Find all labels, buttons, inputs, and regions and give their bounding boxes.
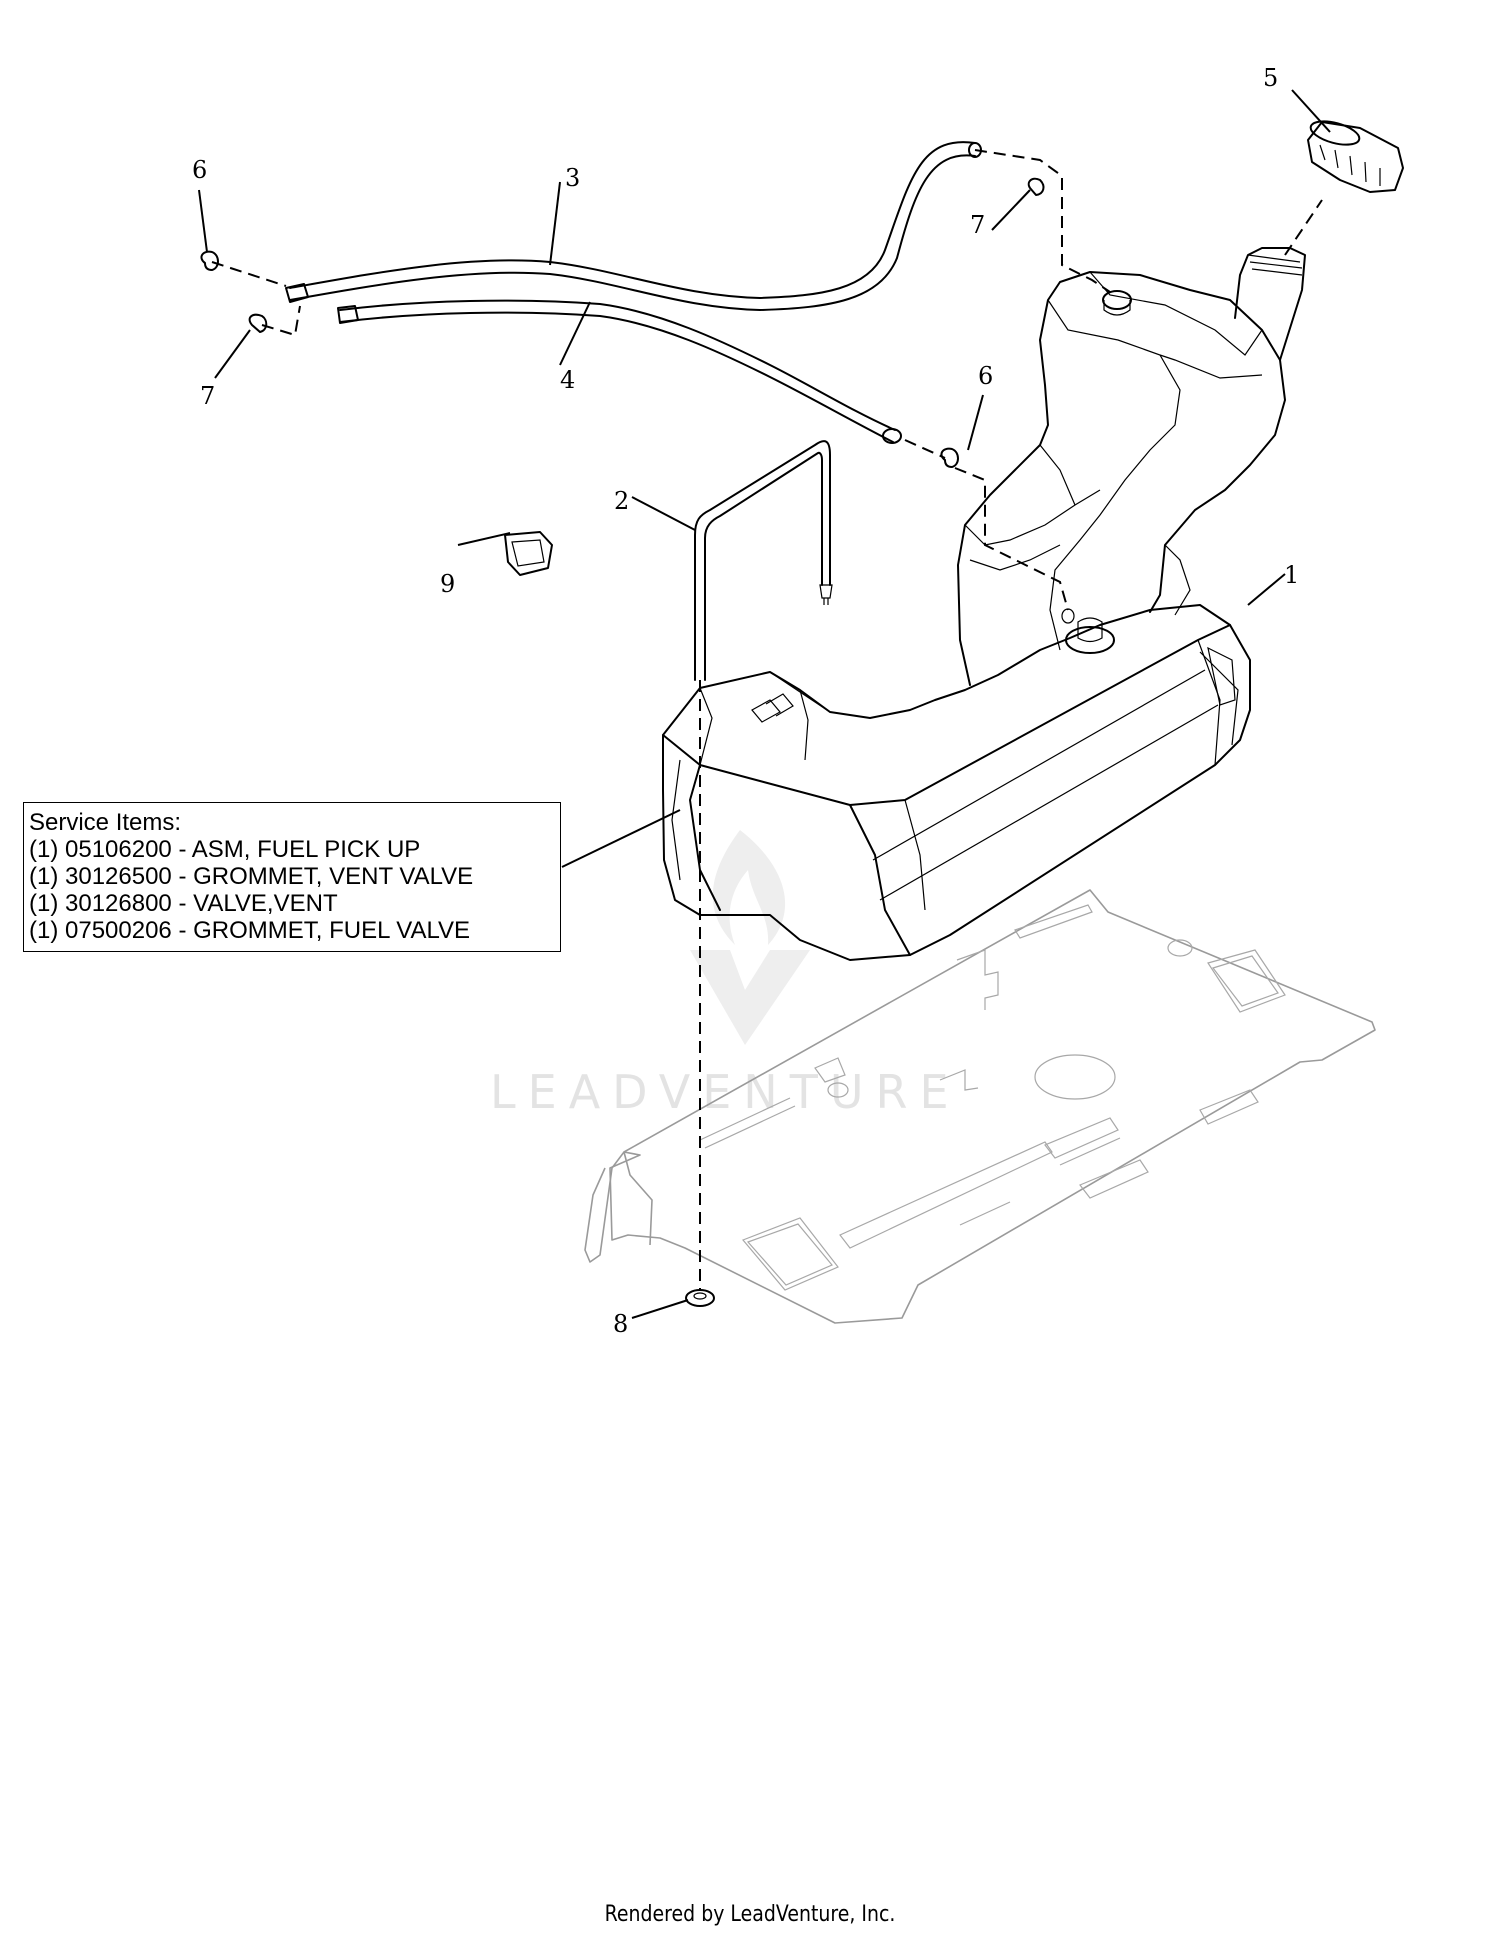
clamp-6-left — [200, 250, 219, 271]
watermark-v-logo — [690, 950, 810, 1045]
fuel-tank — [662, 247, 1306, 961]
assembly-lines — [211, 149, 1323, 1290]
service-item: (1) 05106200 - ASM, FUEL PICK UP — [29, 836, 421, 863]
watermark: LEADVENTURE — [490, 830, 961, 1119]
callout-4: 4 — [560, 366, 575, 394]
callout-labels: 1 2 3 4 5 6 6 7 7 8 9 — [192, 64, 1299, 1338]
service-items-box: Service Items: (1) 05106200 - ASM, FUEL … — [23, 802, 561, 952]
callout-6-right: 6 — [978, 362, 993, 390]
callout-7-left: 7 — [200, 382, 215, 410]
callout-7-right: 7 — [970, 211, 985, 239]
service-item: (1) 07500206 - GROMMET, FUEL VALVE — [29, 917, 471, 944]
callout-2: 2 — [614, 487, 629, 515]
base-plate — [584, 889, 1376, 1324]
service-item: (1) 30126500 - GROMMET, VENT VALVE — [29, 863, 474, 890]
fuel-cap — [1307, 120, 1404, 193]
service-item: (1) 30126800 - VALVE,VENT — [29, 890, 338, 917]
clamp-6-right — [940, 447, 959, 468]
clamp-7-right — [1027, 177, 1045, 196]
watermark-text: LEADVENTURE — [490, 1065, 961, 1119]
service-items-title: Service Items: — [29, 809, 182, 836]
callout-9: 9 — [440, 570, 455, 598]
footer-credit: Rendered by LeadVenture, Inc. — [604, 1902, 896, 1927]
callout-1: 1 — [1284, 561, 1299, 589]
callout-6-left: 6 — [192, 156, 207, 184]
leader-lines — [198, 89, 1331, 1319]
callout-8: 8 — [613, 1310, 628, 1338]
nut — [685, 1289, 715, 1307]
grommet — [504, 531, 553, 576]
callout-5: 5 — [1263, 64, 1278, 92]
clamps — [200, 177, 1045, 468]
hose-assembly — [285, 141, 982, 444]
callout-3: 3 — [565, 164, 580, 192]
clamp-7-left — [248, 313, 268, 333]
watermark-flame-logo — [712, 830, 786, 945]
vent-line — [694, 440, 833, 681]
